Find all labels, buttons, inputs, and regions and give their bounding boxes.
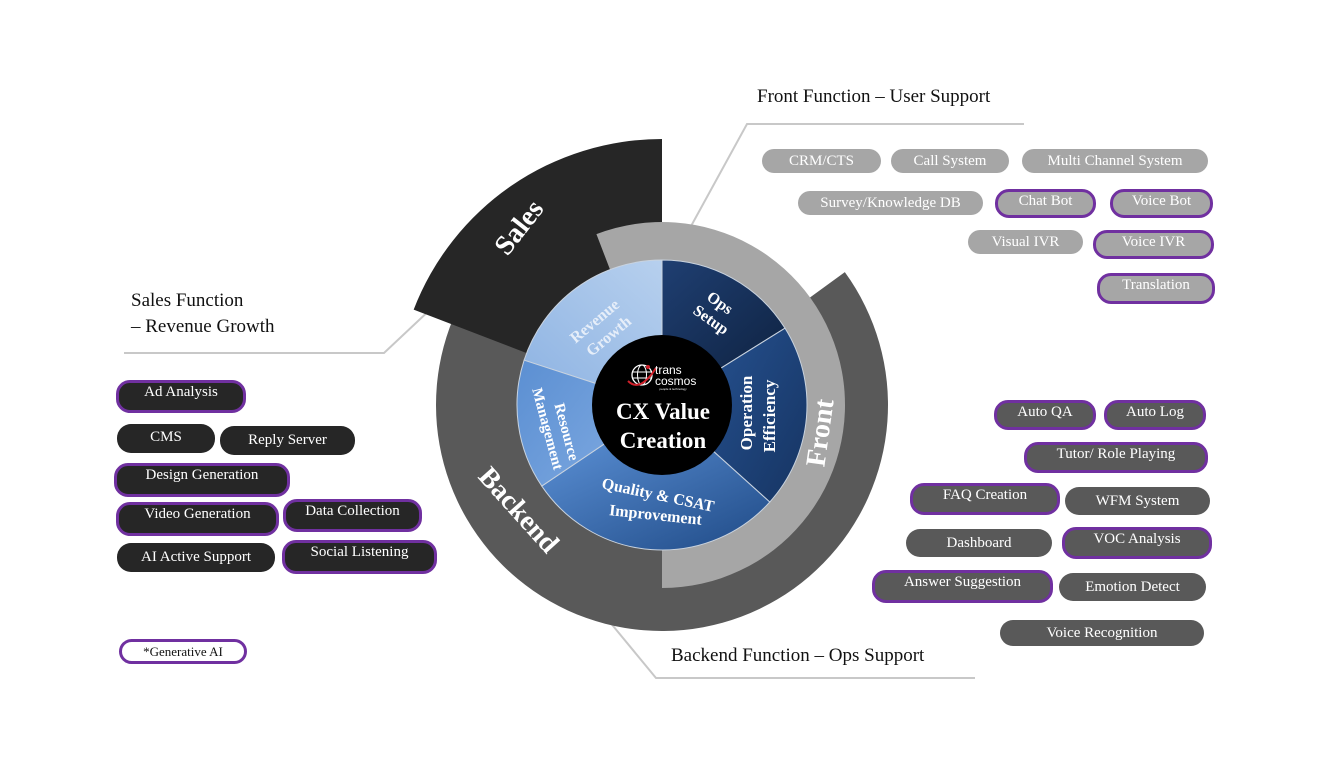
tool-pill-generative-ai: Voice IVR: [1093, 230, 1214, 259]
tool-pill: Emotion Detect: [1059, 573, 1206, 601]
tool-pill-generative-ai: Ad Analysis: [116, 380, 246, 413]
tool-pill: Reply Server: [220, 426, 355, 455]
front-function-callout: Front Function – User Support: [757, 86, 991, 107]
tool-pill: Multi Channel System: [1022, 149, 1208, 173]
transcosmos-logo: trans cosmos people & technology: [627, 363, 696, 391]
sales-ring: [413, 139, 662, 355]
segment-label: Efficiency: [760, 379, 779, 452]
front-ring: [596, 222, 846, 588]
center-circle: [592, 335, 732, 475]
center-title-line1: CX Value: [616, 399, 710, 424]
logo-text-cosmos: cosmos: [655, 374, 696, 388]
tool-pill: CMS: [117, 424, 215, 453]
tool-pill-generative-ai: Chat Bot: [995, 189, 1096, 218]
tool-pill: CRM/CTS: [762, 149, 881, 173]
tool-pill-generative-ai: VOC Analysis: [1062, 527, 1212, 559]
generative-ai-legend: *Generative AI: [119, 639, 247, 664]
tool-pill: Voice Recognition: [1000, 620, 1204, 646]
tool-pill: Survey/Knowledge DB: [798, 191, 983, 215]
tool-pill-generative-ai: Tutor/ Role Playing: [1024, 442, 1208, 473]
tool-pill-generative-ai: Video Generation: [116, 502, 279, 536]
center-title-line2: Creation: [620, 428, 707, 453]
tool-pill: AI Active Support: [117, 543, 275, 572]
tool-pill: Visual IVR: [968, 230, 1083, 254]
front-callout-line: [689, 123, 1024, 229]
logo-tagline: people & technology: [659, 387, 687, 391]
tool-pill-generative-ai: Data Collection: [283, 499, 422, 532]
logo-text-trans: trans: [655, 363, 682, 377]
tool-pill-generative-ai: Auto Log: [1104, 400, 1206, 430]
tool-pill: WFM System: [1065, 487, 1210, 515]
sales-function-callout-line1: Sales Function: [131, 290, 244, 311]
tool-pill-generative-ai: Social Listening: [282, 540, 437, 574]
tool-pill-generative-ai: Voice Bot: [1110, 189, 1213, 218]
tool-pill: Call System: [891, 149, 1009, 173]
tool-pill: Dashboard: [906, 529, 1052, 557]
sales-function-callout-line2: – Revenue Growth: [131, 316, 275, 337]
tool-pill-generative-ai: Translation: [1097, 273, 1215, 304]
segment-label: Operation: [737, 375, 756, 450]
tool-pill-generative-ai: Auto QA: [994, 400, 1096, 430]
tool-pill-generative-ai: Design Generation: [114, 463, 290, 497]
backend-function-callout: Backend Function – Ops Support: [671, 645, 925, 666]
tool-pill-generative-ai: Answer Suggestion: [872, 570, 1053, 603]
tool-pill-generative-ai: FAQ Creation: [910, 483, 1060, 515]
